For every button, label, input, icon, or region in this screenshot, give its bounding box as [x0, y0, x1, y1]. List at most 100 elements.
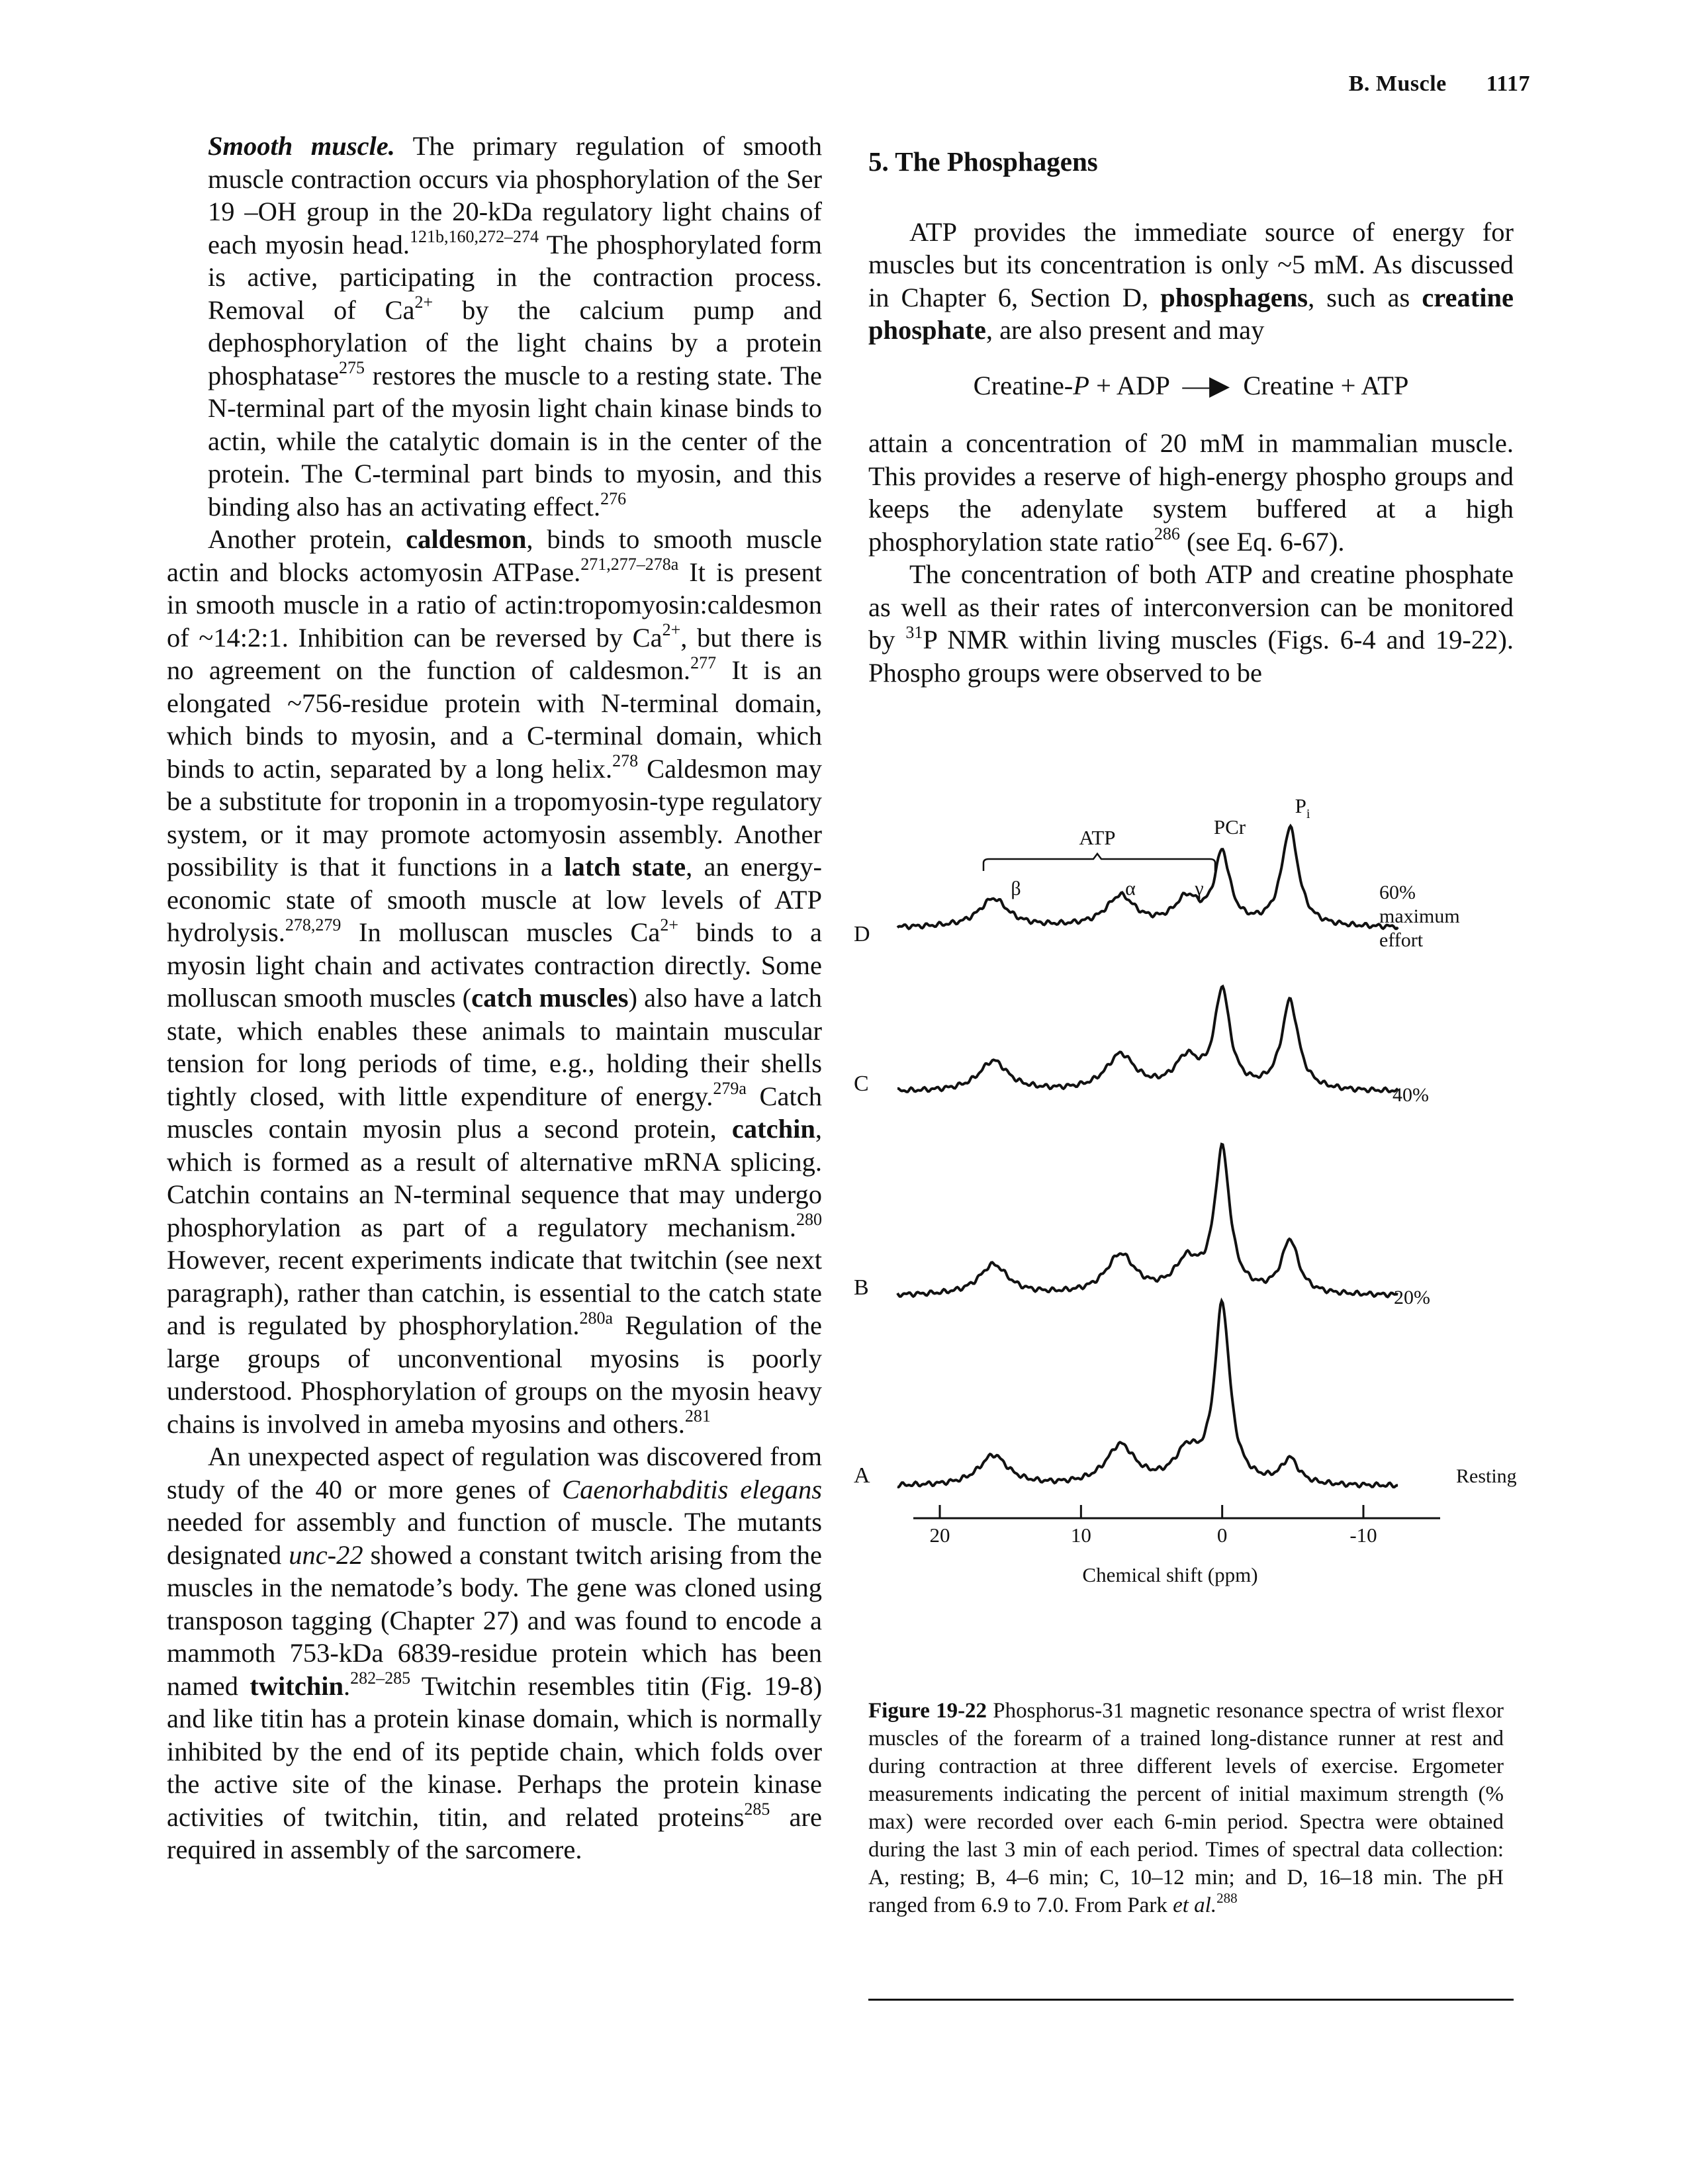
c-note: 40% [1392, 1084, 1429, 1106]
text: Another protein, [208, 524, 406, 554]
pcr-label: PCr [1214, 815, 1246, 839]
paragraph-concentration: attain a concentration of 20 mM in mamma… [868, 427, 1514, 558]
text: ) also have a latch state, which enables… [167, 983, 823, 1111]
trace-label-d: D [854, 922, 870, 946]
x-tick-label: -10 [1349, 1524, 1377, 1547]
x-axis-label: Chemical shift (ppm) [1082, 1563, 1257, 1586]
text: Regulation of the large groups of unconv… [167, 1310, 823, 1439]
citation: 288 [1216, 1890, 1238, 1906]
header-section: B. Muscle [1348, 71, 1447, 96]
equation-text: Creatine- [973, 370, 1073, 400]
superscript: 2+ [660, 915, 679, 934]
x-tick-label: 20 [930, 1524, 950, 1547]
text: binds to a myosin light chain and activa… [167, 917, 822, 1013]
citation: 285 [744, 1799, 770, 1819]
running-header: B. Muscle 1117 [1349, 71, 1530, 97]
atp-bracket [982, 852, 1216, 871]
text: , such as [1308, 282, 1422, 312]
equation-text: + ADP [1089, 370, 1169, 400]
term: twitchin [250, 1670, 344, 1701]
term: catch muscles [471, 983, 629, 1013]
citation: 280 [796, 1210, 822, 1229]
superscript: 2+ [414, 293, 434, 312]
term: catchin [731, 1114, 815, 1144]
text: are required in assembly of the sarcomer… [167, 1801, 822, 1865]
caption-label: Figure 19-22 [868, 1699, 987, 1723]
paragraph-phosphagens-intro: ATP provides the immediate source of ene… [868, 216, 1514, 347]
b-note: 20% [1394, 1287, 1430, 1308]
text: It is an elongated ~756-residue protein … [167, 655, 822, 784]
text: attain a concentration of 20 mM in mamma… [868, 428, 1514, 557]
left-column: Smooth muscle. The primary regulation of… [167, 130, 822, 1866]
text: , an energy-economic state of smooth mus… [167, 852, 822, 947]
spectrum-trace-c [897, 984, 1399, 1093]
text: However, recent experiments indicate tha… [167, 1245, 822, 1340]
trace-label-a: A [854, 1463, 870, 1488]
citation: 277 [690, 653, 717, 672]
gene-name: unc-22 [289, 1539, 363, 1570]
paragraph-smooth-muscle: Smooth muscle. The primary regulation of… [167, 130, 822, 523]
d-note-line2: maximum [1379, 905, 1460, 927]
paragraph-twitchin: An unexpected aspect of regulation was d… [167, 1440, 822, 1866]
right-column: 5. The Phosphagens ATP provides the imme… [868, 146, 1514, 689]
text: Catch muscles contain myosin plus a seco… [167, 1081, 823, 1144]
isotope-superscript: 31 [905, 622, 923, 642]
trace-label-b: B [854, 1275, 869, 1300]
text: . [343, 1670, 351, 1701]
figure-caption: Figure 19-22 Phosphorus-31 magnetic reso… [868, 1697, 1504, 1919]
superscript: 2+ [662, 620, 681, 639]
text: An unexpected aspect of regulation was d… [167, 1441, 822, 1504]
text: restores the muscle to a resting state. … [208, 360, 822, 522]
caption-text: Phosphorus-31 magnetic resonance spectra… [868, 1699, 1504, 1917]
equation-italic: P [1073, 370, 1090, 400]
x-axis-ticks: 20 10 0 -10 [930, 1505, 1377, 1547]
species-name: Caenorhabditis elegans [562, 1474, 822, 1504]
spectrum-trace-b [896, 1142, 1398, 1298]
text: In molluscan muscles Ca [341, 917, 661, 947]
reaction-equation: Creatine-P + ADP —▶ Creatine + ATP [868, 369, 1514, 402]
text: by the calcium pump and dephosphorylatio… [208, 295, 822, 390]
paragraph-caldesmon: Another protein, caldesmon, binds to smo… [167, 523, 822, 1440]
equation-text: Creatine + ATP [1243, 370, 1409, 400]
spectrum-trace-a [897, 1297, 1398, 1489]
trace-label-c: C [854, 1071, 869, 1096]
citation: 275 [338, 358, 365, 377]
citation: 276 [600, 489, 627, 508]
citation: 271,277–278a [580, 555, 679, 574]
text: P NMR within living muscles (Figs. 6-4 a… [868, 625, 1514, 688]
pi-label: Pi [1295, 794, 1310, 821]
text: The concentration of both ATP and creati… [868, 559, 1514, 655]
text: Caldesmon may be a substitute for tropon… [167, 753, 822, 882]
text: , are also present and may [985, 315, 1265, 345]
nmr-spectra-figure: ATP β α γ PCr Pi D C B A 60% maximum eff… [854, 794, 1517, 1586]
citation: 286 [1154, 524, 1180, 543]
d-note-line1: 60% [1379, 882, 1416, 903]
caption-rule [868, 1999, 1514, 2001]
beta-label: β [1011, 878, 1021, 899]
term: caldesmon [406, 524, 527, 554]
spectrum-trace-d [896, 823, 1399, 931]
citation: 282–285 [350, 1668, 411, 1688]
text: , but there is no agreement on the funct… [167, 622, 822, 686]
citation: 279a [713, 1079, 747, 1098]
x-tick-label: 0 [1217, 1524, 1228, 1547]
citation: 278,279 [285, 915, 342, 934]
x-tick-label: 10 [1071, 1524, 1091, 1547]
citation: 280a [579, 1308, 613, 1328]
citation: 281 [684, 1406, 711, 1426]
text: It is present in smooth muscle in a rati… [167, 557, 822, 653]
run-in-heading: Smooth muscle. [208, 131, 395, 161]
text: Twitchin resembles titin (Fig. 19-8) and… [167, 1670, 822, 1832]
d-note-line3: effort [1379, 929, 1424, 951]
term: phosphagens [1160, 282, 1308, 312]
text: The phosphorylated form is active, parti… [208, 229, 822, 325]
spectra-traces [896, 823, 1399, 1489]
text: showed a constant twitch arising from th… [167, 1539, 822, 1701]
alpha-label: α [1125, 878, 1136, 899]
gamma-label: γ [1194, 878, 1203, 899]
atp-label: ATP [1079, 826, 1115, 849]
text: , binds to smooth muscle actin and block… [167, 524, 823, 587]
page-number: 1117 [1486, 71, 1530, 96]
citation: 278 [612, 751, 639, 770]
citation: 121b,160,272–274 [409, 227, 539, 246]
